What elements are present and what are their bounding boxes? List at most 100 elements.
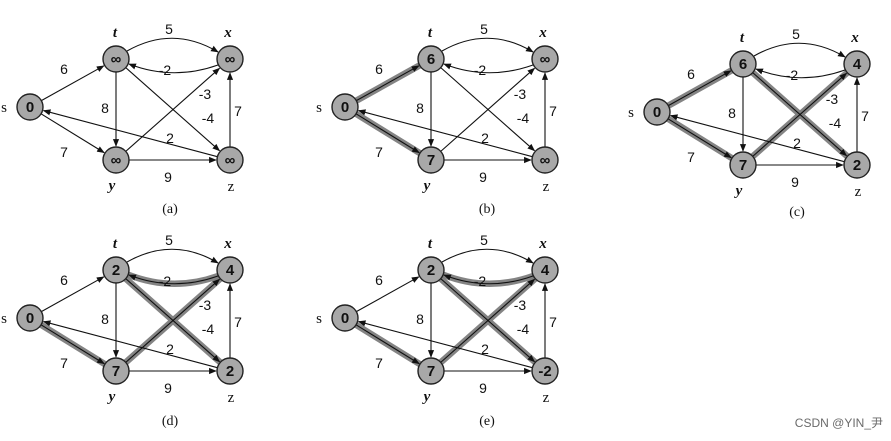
- vertex-label: x: [850, 30, 859, 46]
- edge-weight: 7: [375, 144, 383, 160]
- edge-s-t: [356, 276, 420, 313]
- edge-x-t: [128, 63, 219, 74]
- panel-caption: (b): [479, 202, 496, 217]
- vertex-t: [729, 50, 757, 78]
- edge-weight: 7: [234, 314, 242, 330]
- watermark: CSDN @YIN_尹: [794, 416, 883, 430]
- edge-weight: -2: [474, 62, 487, 78]
- vertex-label: x: [538, 25, 547, 41]
- vertex-distance: ∞: [540, 51, 551, 68]
- edge-weight: 5: [480, 21, 488, 37]
- edge-t-x: [441, 248, 534, 264]
- edge-s-t: [356, 65, 420, 102]
- vertex-distance: 0: [653, 104, 661, 121]
- vertex-z: [531, 357, 559, 385]
- panel-caption: (d): [162, 414, 179, 429]
- vertex-distance: 4: [226, 262, 235, 279]
- vertex-y: [729, 151, 757, 179]
- edge-z-s: [357, 320, 533, 369]
- vertex-label: x: [223, 236, 232, 252]
- edge-weight: 7: [60, 355, 68, 371]
- vertex-label: s: [628, 105, 634, 121]
- edge-weight: 6: [687, 66, 695, 82]
- edge-weight: 6: [60, 272, 68, 288]
- panel-caption: (e): [479, 414, 495, 429]
- edge-weight: 2: [793, 135, 801, 151]
- vertex-y: [102, 146, 130, 174]
- edge-weight: 7: [375, 355, 383, 371]
- vertex-z: [843, 151, 871, 179]
- vertex-label: x: [538, 236, 547, 252]
- edge-weight: 7: [861, 108, 869, 124]
- vertex-distance: 0: [26, 99, 34, 116]
- vertex-label: t: [113, 236, 118, 252]
- edge-z-s: [357, 109, 533, 158]
- vertex-distance: ∞: [540, 152, 551, 169]
- vertex-s: [16, 304, 44, 332]
- edge-weight: 7: [60, 144, 68, 160]
- vertex-distance: ∞: [225, 51, 236, 68]
- edge-weight: 5: [792, 26, 800, 42]
- edge-weight: -3: [514, 86, 527, 102]
- edge-weight: -2: [159, 273, 172, 289]
- edge-x-t: [128, 274, 219, 285]
- vertex-label: t: [113, 25, 118, 41]
- edge-z-s: [669, 114, 845, 163]
- edge-weight: 2: [481, 130, 489, 146]
- vertex-label: t: [428, 236, 433, 252]
- edge-weight: 6: [375, 61, 383, 77]
- edge-s-y: [667, 118, 732, 159]
- edge-s-t: [41, 276, 105, 313]
- panel-caption: (c): [789, 205, 805, 220]
- edge-weight: 9: [479, 169, 487, 185]
- edge-weight: 8: [416, 311, 424, 327]
- edge-weight: -4: [517, 321, 530, 337]
- edge-weight: 8: [728, 105, 736, 121]
- vertex-distance: 4: [853, 56, 862, 73]
- edge-x-t: [443, 274, 534, 285]
- edge-weight: 8: [101, 311, 109, 327]
- edge-weight: -3: [514, 297, 527, 313]
- edge-weight: -3: [199, 86, 212, 102]
- vertex-label: y: [422, 389, 431, 405]
- edge-weight: 7: [687, 149, 695, 165]
- edge-weight: -4: [517, 110, 530, 126]
- vertex-y: [417, 146, 445, 174]
- edge-weight: -3: [199, 297, 212, 313]
- edge-y-x: [440, 278, 536, 363]
- vertex-z: [531, 146, 559, 174]
- edge-s-y: [355, 113, 420, 154]
- edge-weight: 9: [164, 169, 172, 185]
- edge-weight: 8: [416, 100, 424, 116]
- vertex-label: y: [422, 178, 431, 194]
- vertex-distance: 2: [427, 262, 435, 279]
- vertex-x: [216, 256, 244, 284]
- edge-weight: -3: [826, 91, 839, 107]
- vertex-label: z: [228, 179, 235, 195]
- vertex-distance: 2: [853, 157, 861, 174]
- edge-weight: -4: [829, 115, 842, 131]
- edge-weight: -4: [202, 110, 215, 126]
- vertex-s: [16, 93, 44, 121]
- edge-weight: 5: [165, 21, 173, 37]
- vertex-s: [643, 98, 671, 126]
- edge-weight: 2: [166, 341, 174, 357]
- edge-weight: 2: [481, 341, 489, 357]
- edge-weight: -2: [786, 67, 799, 83]
- vertex-label: z: [228, 390, 235, 406]
- edge-s-y: [355, 324, 420, 365]
- vertex-label: t: [428, 25, 433, 41]
- edge-y-x: [125, 278, 221, 363]
- vertex-x: [843, 50, 871, 78]
- vertex-distance: 2: [226, 363, 234, 380]
- vertex-label: t: [740, 30, 745, 46]
- vertex-distance: 7: [739, 157, 747, 174]
- edge-weight: -2: [159, 62, 172, 78]
- edge-s-t: [668, 70, 732, 107]
- vertex-distance: 7: [427, 152, 435, 169]
- vertex-distance: ∞: [225, 152, 236, 169]
- vertex-label: z: [855, 184, 862, 200]
- edge-x-t: [443, 63, 534, 74]
